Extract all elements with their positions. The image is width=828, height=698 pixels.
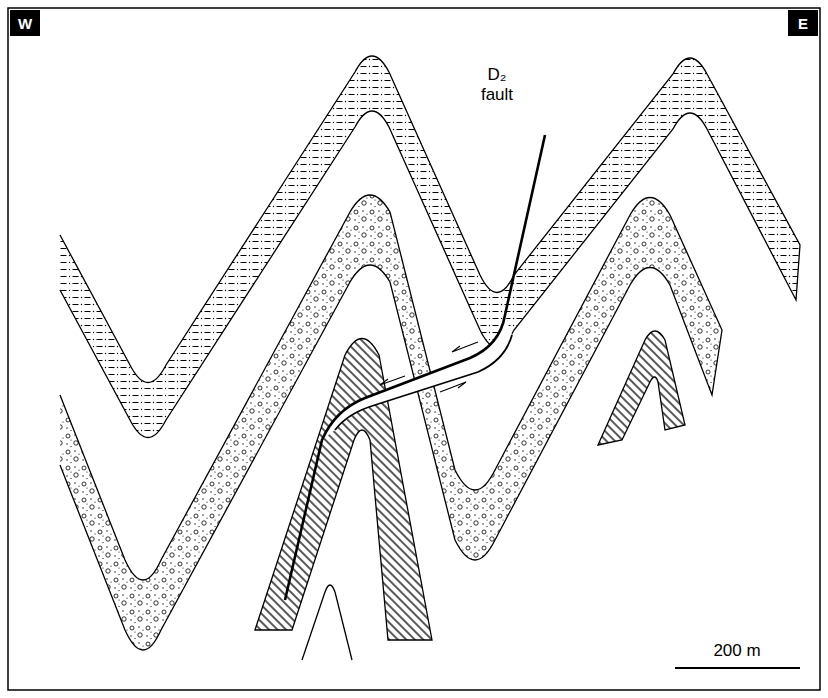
frame: [8, 8, 820, 690]
scale-bar: [675, 667, 800, 669]
shear-sense-arrows: [380, 342, 478, 392]
hatched-bed-east: [598, 331, 685, 445]
shear-zone-margin: [335, 335, 512, 430]
fault-label: D₂ fault: [469, 64, 525, 105]
compass-box: E: [788, 10, 818, 36]
conglomerate-bed: [60, 195, 722, 650]
compass-box: W: [10, 10, 40, 36]
inner-fold-line: [302, 585, 352, 660]
scale-label: 200 m: [695, 640, 779, 662]
direction-letter: E: [798, 15, 808, 32]
fault-trace: [285, 135, 545, 600]
direction-letter: W: [18, 15, 32, 32]
